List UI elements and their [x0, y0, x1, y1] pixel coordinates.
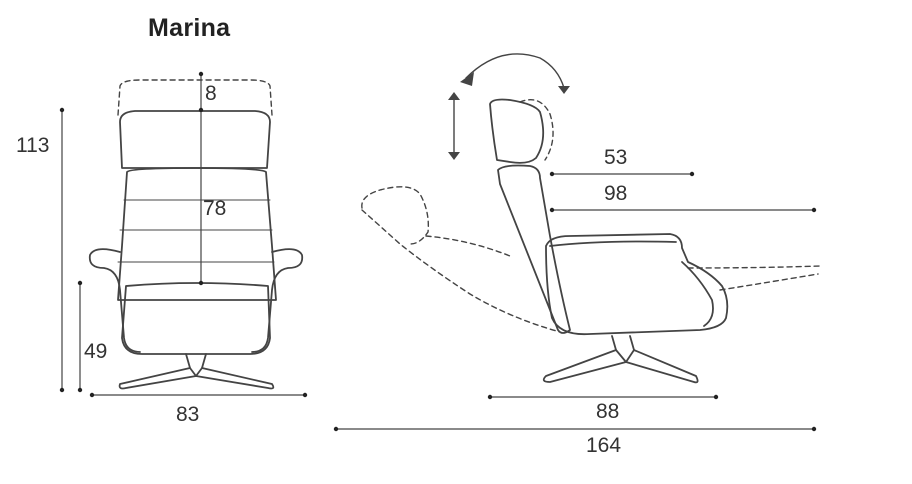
- dimension-label-headrest-extension: 8: [205, 82, 217, 105]
- dimension-label-backrest-height: 78: [203, 197, 227, 220]
- side-view-chair: [361, 53, 821, 384]
- dimension-label-seat-depth: 53: [604, 146, 628, 169]
- adjust-arrowheads: [448, 72, 570, 160]
- front-view-chair: [88, 79, 304, 390]
- dimension-label-height-total: 113: [16, 134, 50, 157]
- side-view-dimensions: [335, 173, 815, 430]
- dimension-label-reclined-length: 164: [586, 434, 622, 457]
- product-title: Marina: [148, 14, 231, 42]
- dimension-label-depth: 98: [604, 182, 628, 205]
- dimension-label-width: 83: [176, 403, 200, 426]
- dimension-label-base-depth: 88: [596, 400, 620, 423]
- dimension-label-seat-height: 49: [84, 340, 108, 363]
